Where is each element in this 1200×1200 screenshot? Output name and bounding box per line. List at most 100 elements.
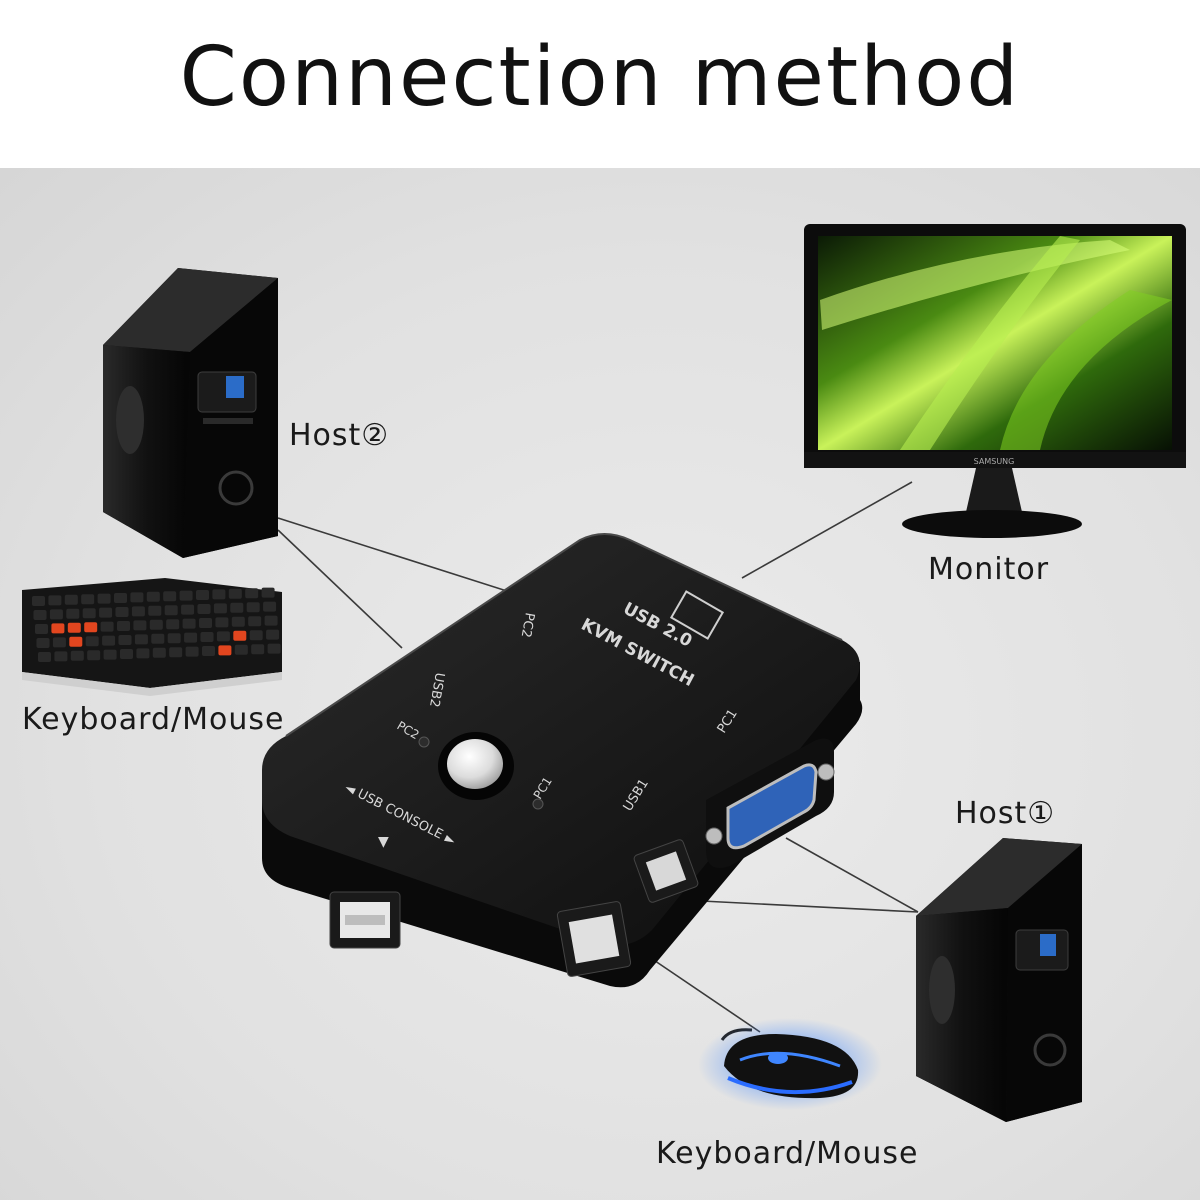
switch-button bbox=[447, 739, 503, 789]
monitor-icon: SAMSUNG bbox=[804, 224, 1186, 538]
line-host1-usb bbox=[681, 899, 919, 913]
title-band: Connection method bbox=[0, 0, 1200, 168]
keycap bbox=[36, 638, 50, 648]
keycap bbox=[152, 647, 166, 658]
keycap bbox=[151, 633, 165, 644]
line-host2-usb2 bbox=[277, 529, 403, 649]
keyboard-icon bbox=[22, 578, 282, 696]
line-monitor-vga bbox=[741, 481, 913, 579]
host1-tower-icon bbox=[916, 838, 1082, 1122]
keycap bbox=[184, 632, 198, 643]
keycap bbox=[266, 629, 280, 640]
keycap bbox=[179, 590, 193, 601]
keycap bbox=[54, 651, 68, 662]
keycap bbox=[213, 603, 227, 614]
keycap bbox=[199, 618, 212, 628]
connector-lines bbox=[277, 481, 919, 1033]
keycap bbox=[251, 644, 265, 655]
keycap bbox=[166, 619, 180, 630]
keycap bbox=[100, 621, 114, 632]
keycap bbox=[33, 610, 47, 620]
line-host1-vga bbox=[785, 837, 919, 913]
keycap bbox=[245, 588, 259, 599]
keycap bbox=[233, 630, 247, 641]
keycap bbox=[267, 643, 281, 654]
pc1-led bbox=[532, 798, 544, 810]
console-arrow: ▼ bbox=[378, 834, 389, 850]
keycap bbox=[149, 619, 163, 630]
keycap bbox=[163, 591, 177, 602]
keycap bbox=[216, 631, 230, 642]
keycap bbox=[64, 594, 78, 605]
keycap bbox=[234, 644, 248, 655]
port-label-pc2-rear: PC2 bbox=[518, 611, 537, 638]
keycap bbox=[117, 621, 130, 631]
keycap bbox=[248, 616, 262, 627]
page-title: Connection method bbox=[179, 30, 1021, 125]
keycap bbox=[130, 592, 144, 603]
keycap bbox=[167, 633, 181, 644]
keycap bbox=[202, 646, 215, 656]
keycap bbox=[136, 648, 150, 659]
keycap bbox=[51, 623, 65, 634]
keycap bbox=[264, 615, 278, 626]
keycap bbox=[103, 649, 117, 660]
keycap bbox=[81, 594, 95, 605]
keycap bbox=[99, 607, 113, 618]
keycap bbox=[118, 635, 132, 645]
keycap bbox=[185, 646, 199, 657]
keycap bbox=[120, 649, 133, 659]
keycap bbox=[200, 632, 214, 642]
keycap bbox=[70, 650, 84, 661]
keycap bbox=[82, 608, 96, 619]
mouse-icon bbox=[698, 1018, 882, 1110]
keycap bbox=[69, 636, 83, 647]
keycap bbox=[261, 587, 275, 598]
keycap bbox=[246, 602, 260, 613]
keycap bbox=[48, 595, 62, 606]
keycap bbox=[134, 634, 148, 645]
monitor-brand: SAMSUNG bbox=[974, 457, 1015, 466]
pc2-led bbox=[418, 736, 430, 748]
keycap bbox=[85, 636, 99, 647]
keycap bbox=[197, 604, 211, 614]
keycap bbox=[97, 593, 111, 604]
keycap bbox=[52, 637, 66, 648]
keycap bbox=[181, 604, 195, 615]
keycap bbox=[114, 593, 127, 603]
keycap bbox=[131, 606, 145, 617]
keycap bbox=[32, 596, 45, 606]
keycap bbox=[87, 650, 101, 661]
kvm-switch-device: USB 2.0 KVM SWITCH PC2 USB2 PC1 USB1 PC2… bbox=[262, 533, 863, 988]
keyboard-mouse-label-bottom: Keyboard/Mouse bbox=[656, 1136, 919, 1171]
host2-tower-icon bbox=[103, 268, 278, 558]
keycap bbox=[133, 620, 147, 631]
keycap bbox=[218, 645, 232, 656]
keycap bbox=[182, 618, 196, 629]
line-host2-pc2 bbox=[277, 517, 511, 593]
keycap bbox=[169, 647, 183, 658]
keyboard-keys bbox=[32, 587, 281, 662]
keyboard-mouse-label-left: Keyboard/Mouse bbox=[22, 702, 285, 737]
keycap bbox=[84, 622, 98, 633]
keycap bbox=[35, 624, 48, 634]
keycap bbox=[228, 588, 242, 599]
host2-label: Host② bbox=[289, 418, 390, 453]
keycap bbox=[49, 609, 63, 620]
keycap bbox=[231, 616, 245, 627]
keycap bbox=[230, 602, 244, 613]
port-label-usb2: USB2 bbox=[426, 671, 447, 708]
keycap bbox=[115, 607, 129, 617]
keycap bbox=[67, 622, 81, 633]
keycap bbox=[38, 652, 51, 662]
keycap bbox=[66, 608, 80, 619]
host1-label: Host① bbox=[955, 796, 1056, 831]
keycap bbox=[215, 617, 229, 628]
monitor-label: Monitor bbox=[928, 552, 1050, 587]
keycap bbox=[148, 605, 162, 616]
keycap bbox=[212, 589, 226, 600]
keycap bbox=[102, 635, 116, 646]
keycap bbox=[146, 591, 160, 602]
